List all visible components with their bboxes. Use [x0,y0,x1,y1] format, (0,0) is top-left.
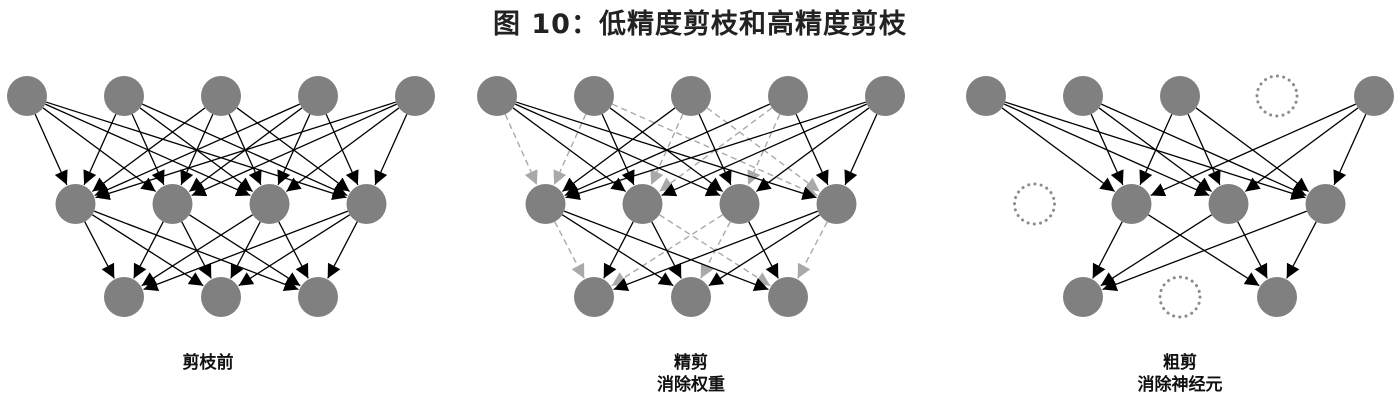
removed-neuron [1013,182,1056,226]
neuron-node [865,76,905,116]
neuron-node [201,277,241,317]
removed-neuron [1255,74,1299,118]
weight-edge [374,113,408,186]
pruned-weight-edge [650,113,684,186]
weight-edge [91,107,206,193]
weight-edge [141,214,253,287]
weight-edge [844,113,878,186]
weight-edge [613,210,819,292]
neuron-node [671,277,711,317]
panel-coarse-pruning [966,74,1394,319]
caption-fine: 精剪 消除权重 [541,352,841,396]
neuron-node [1208,184,1249,224]
neuron-node [249,184,290,224]
caption-fine-line-2: 消除权重 [657,375,725,395]
weight-edge [1333,113,1367,186]
neuron-node [574,277,614,317]
weight-edge [1139,113,1173,186]
weight-edge [83,113,117,186]
neuron-node [7,76,47,116]
neuron-node [104,76,144,116]
weight-edge [34,113,68,186]
neuron-node [201,76,241,116]
neuron-node [55,184,96,224]
weight-edge [1092,221,1123,279]
caption-fine-line-1: 精剪 [674,353,708,373]
caption-before: 剪枝前 [58,352,358,374]
neuron-node [298,277,338,317]
removed-neuron [1158,275,1202,319]
weight-edge [285,107,400,193]
neuron-node [719,184,760,224]
neuron-node [104,277,144,317]
weight-edge [1286,221,1317,279]
neuron-node [966,76,1006,116]
weight-edge [512,107,627,193]
pruned-weight-edge [747,113,781,186]
weight-edge [561,107,676,193]
weight-edge [238,214,350,287]
weight-edge [1237,221,1268,279]
neuron-node [346,184,387,224]
pruned-weight-edge [554,221,585,279]
neuron-node [1111,184,1152,224]
weight-edge [603,221,634,279]
neuron-node [1063,277,1103,317]
neuron-node [1354,76,1394,116]
panel-before-pruning [7,76,435,317]
neuron-node [622,184,663,224]
figure-title: 图 10：低精度剪枝和高精度剪枝 [493,9,907,40]
panel-fine-pruning [477,76,905,317]
weight-edge [1001,107,1116,193]
weight-edge [755,107,870,193]
weight-edge [1187,113,1221,186]
weight-edge [564,103,770,197]
weight-edge [94,103,300,197]
pruned-weight-edge [797,221,828,279]
neuron-node [298,76,338,116]
weight-edge [1100,214,1212,287]
weight-edge [708,214,820,287]
neuron-node [1257,277,1297,317]
neuron-node [768,277,808,317]
weight-edge [133,221,164,279]
neuron-node [1063,76,1103,116]
neuron-node [816,184,857,224]
caption-coarse: 粗剪 消除神经元 [1030,352,1330,396]
caption-before-line-1: 剪枝前 [182,353,234,373]
neuron-node [768,76,808,116]
weight-edge [327,221,358,279]
neuron-node [152,184,193,224]
neuron-node [671,76,711,116]
weight-edge [1150,103,1356,197]
caption-coarse-line-1: 粗剪 [1163,353,1197,373]
neuron-node [395,76,435,116]
weight-edge [143,210,349,292]
weight-edge [1244,107,1359,193]
pruned-weight-edge [553,113,587,186]
weight-edge [95,101,397,201]
weight-edge [1102,210,1308,292]
weight-edge [661,103,867,197]
caption-coarse-line-2: 消除神经元 [1137,375,1223,395]
weight-edge [565,101,867,201]
neuron-node [1305,184,1346,224]
weight-edge [1090,113,1124,186]
pruned-weight-edge [504,113,538,186]
neuron-node [1160,76,1200,116]
weight-edge [191,103,397,197]
weight-edge [651,221,682,279]
weight-edge [84,221,115,279]
neuron-node [525,184,566,224]
neuron-node [574,76,614,116]
neuron-node [477,76,517,116]
